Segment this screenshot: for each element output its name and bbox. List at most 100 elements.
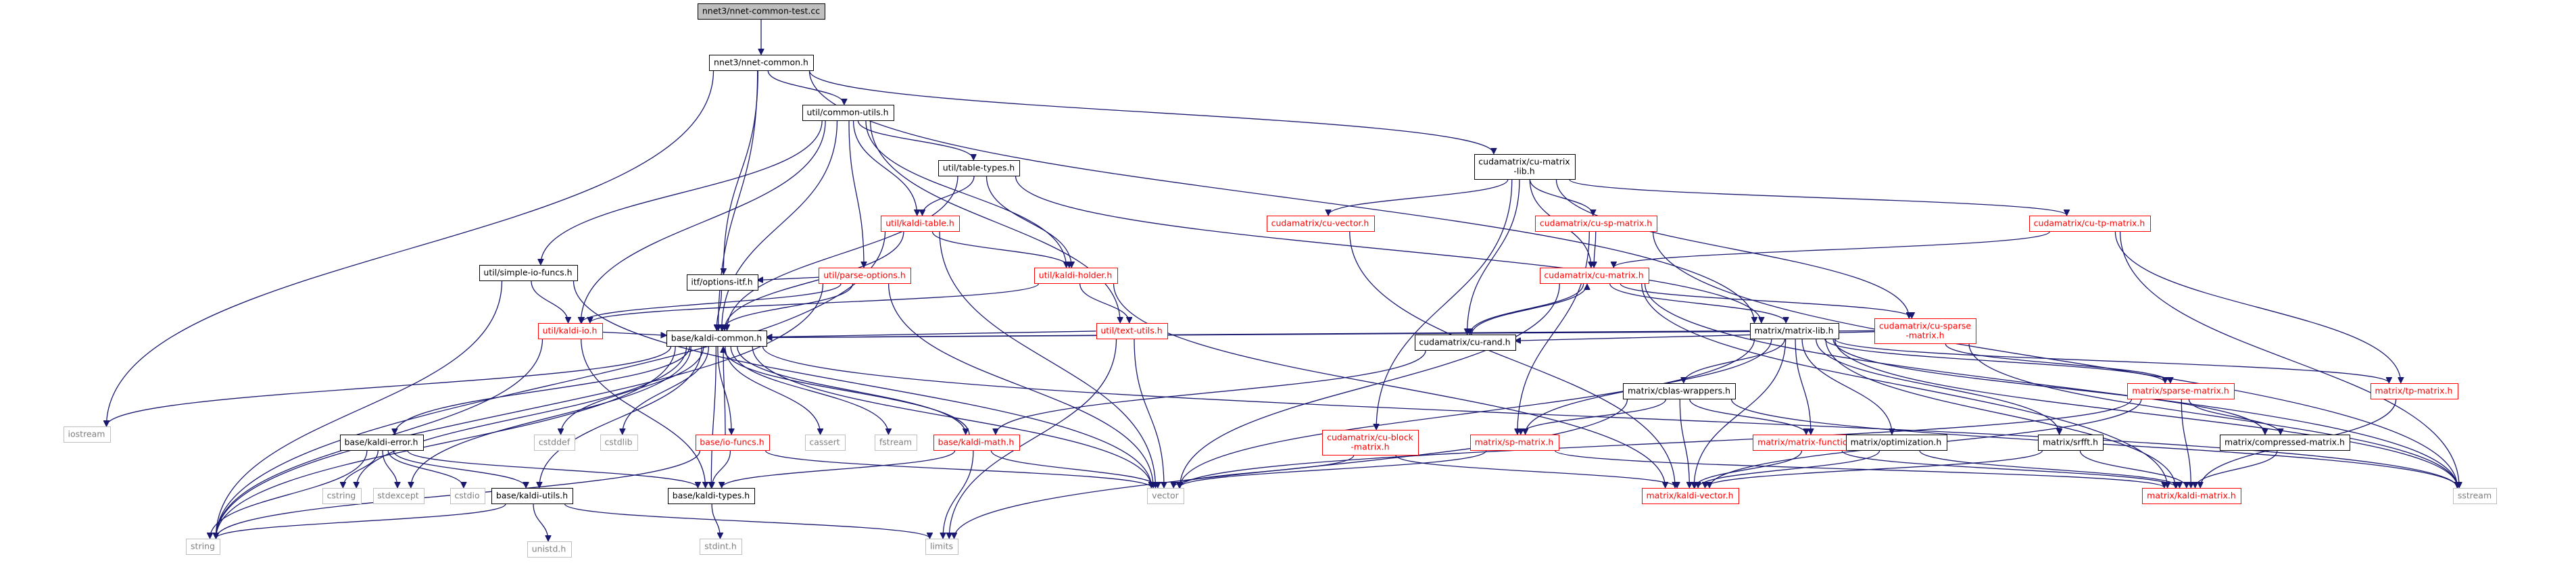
node-parseoptions[interactable]: util/parse-options.h [819, 268, 911, 284]
node-box [479, 265, 578, 281]
edge-commonutils-to-kalditable [852, 120, 917, 216]
node-layer: nnet3/nnet-common-test.cc nnet3/nnet-comm… [64, 3, 2497, 558]
node-label: cudamatrix/cu-vector.h [1271, 218, 1369, 228]
node-label: cstdio [454, 491, 479, 501]
edge-texttutils-to-kaldicommon [767, 330, 1096, 337]
node-label: cudamatrix/cu-matrix [1478, 157, 1570, 167]
edge-kaldicommon-to-cstddef [561, 346, 704, 435]
node-box [1750, 323, 1839, 339]
edge-spmatrix-to-kaldimatrix [1554, 449, 2164, 488]
node-tabletypes[interactable]: util/table-types.h [938, 160, 1020, 176]
node-box [538, 323, 603, 339]
node-box [933, 435, 1020, 451]
node-simpleio[interactable]: util/simple-io-funcs.h [479, 265, 578, 281]
edge-simpleio-to-kaldiio [531, 280, 568, 323]
edge-iofuncs-to-vector [764, 449, 1152, 489]
node-kaldimatrix[interactable]: matrix/kaldi-matrix.h [2142, 488, 2241, 504]
node-label: fstream [879, 437, 912, 447]
edge-kaldicommon-to-sstream [762, 346, 2458, 488]
node-cumatrixlib[interactable]: cudamatrix/cu-matrix-lib.h [1474, 154, 1576, 180]
edge-nnetcommon-to-commonutils [767, 70, 844, 105]
node-kalditable[interactable]: util/kaldi-table.h [881, 216, 960, 232]
node-label: -matrix.h [1905, 330, 1944, 341]
node-sparsematrix[interactable]: matrix/sparse-matrix.h [2127, 383, 2235, 399]
node-matrixlib[interactable]: matrix/matrix-lib.h [1750, 323, 1839, 339]
node-cutpmatrix[interactable]: cudamatrix/cu-tp-matrix.h [2029, 216, 2151, 232]
node-box [2038, 435, 2104, 451]
node-cblas[interactable]: matrix/cblas-wrappers.h [1623, 383, 1736, 399]
edge-kaldierror-to-string [210, 450, 368, 539]
edge-cuspmatrix-to-cumatrix [1594, 231, 1596, 268]
node-kaldierror[interactable]: base/kaldi-error.h [340, 435, 424, 451]
node-box [696, 435, 770, 451]
node-kalditypes[interactable]: base/kaldi-types.h [668, 488, 755, 504]
node-nnetcommon[interactable]: nnet3/nnet-common.h [709, 55, 814, 71]
node-box [1642, 488, 1739, 504]
node-spmatrix[interactable]: matrix/sp-matrix.h [1470, 435, 1559, 451]
node-optionsitf[interactable]: itf/options-itf.h [687, 274, 758, 291]
node-box [2127, 383, 2235, 399]
node-texttutils[interactable]: util/text-utils.h [1096, 323, 1168, 339]
node-compressedmatrix[interactable]: matrix/compressed-matrix.h [2220, 435, 2350, 451]
node-root[interactable]: nnet3/nnet-common-test.cc [698, 3, 825, 20]
edge-cumatrix-to-kaldimatrix [1641, 283, 2168, 488]
node-label: util/simple-io-funcs.h [483, 268, 572, 278]
node-commonutils[interactable]: util/common-utils.h [802, 105, 894, 121]
edge-cumatrix-to-curand [1470, 283, 1584, 335]
node-box [340, 435, 424, 451]
node-label: cudamatrix/cu-rand.h [1419, 337, 1510, 347]
node-matrixfunctions[interactable]: matrix/matrix-functions.h [1753, 435, 1871, 451]
node-box [666, 330, 767, 347]
node-box [186, 539, 220, 555]
edge-nnetcommon-to-iostream [107, 70, 714, 426]
edge-cumatrixlib-to-cuspmatrix [1529, 179, 1593, 216]
node-label: matrix/compressed-matrix.h [2225, 437, 2345, 447]
node-srfft[interactable]: matrix/srfft.h [2038, 435, 2104, 451]
node-box [1096, 323, 1168, 339]
edge-matrixlib-to-tpmatrix [1834, 338, 2389, 383]
node-tpmatrix[interactable]: matrix/tp-matrix.h [2371, 383, 2458, 399]
node-cusparse[interactable]: cudamatrix/cu-sparse-matrix.h [1874, 318, 1976, 344]
node-box [2453, 488, 2497, 504]
node-box [373, 488, 424, 504]
node-iofuncs[interactable]: base/io-funcs.h [696, 435, 770, 451]
node-label: util/text-utils.h [1100, 326, 1162, 336]
node-box [1267, 216, 1375, 232]
node-kaldivector[interactable]: matrix/kaldi-vector.h [1642, 488, 1739, 504]
node-box [709, 55, 814, 71]
edge-kaldiio-to-kaldicommon [602, 331, 667, 335]
edge-matrixlib-to-compressedmatrix [1832, 339, 2265, 435]
edge-cblas-to-kaldivector [1679, 399, 1689, 488]
node-cuvector[interactable]: cudamatrix/cu-vector.h [1267, 216, 1375, 232]
edge-sparsematrix-to-compressedmatrix [2188, 399, 2281, 435]
node-fstream: fstream [875, 435, 917, 451]
node-label: matrix/sp-matrix.h [1475, 437, 1554, 447]
node-label: -lib.h [1513, 166, 1534, 176]
node-curand[interactable]: cudamatrix/cu-rand.h [1415, 335, 1516, 351]
node-label: base/io-funcs.h [700, 437, 764, 447]
node-cuspmatrix[interactable]: cudamatrix/cu-sp-matrix.h [1535, 216, 1657, 232]
node-kaldiholder[interactable]: util/kaldi-holder.h [1034, 268, 1118, 284]
node-vector: vector [1147, 488, 1184, 504]
edge-cumatrixlib-to-cuvector [1328, 179, 1509, 216]
edge-matrixlib-to-matrixfunctions [1795, 339, 1811, 435]
edge-sparsematrix-to-kaldimatrix [2181, 399, 2191, 488]
node-kaldiutils[interactable]: base/kaldi-utils.h [491, 488, 573, 504]
node-optimization[interactable]: matrix/optimization.h [1846, 435, 1947, 451]
node-label: iostream [68, 429, 105, 439]
node-label: cassert [809, 437, 840, 447]
node-box [64, 426, 111, 443]
edge-cuvector-to-kaldivector [1349, 231, 1675, 488]
node-box [534, 435, 575, 451]
edge-parseoptions-to-optionsitf [758, 276, 819, 280]
node-cumatrix[interactable]: cudamatrix/cu-matrix.h [1540, 268, 1649, 284]
edge-kaldiutils-to-unistd [533, 503, 548, 541]
edge-matrixlib-to-vector [1180, 339, 1755, 488]
node-kaldiio[interactable]: util/kaldi-io.h [538, 323, 603, 339]
edge-kaldimath-to-limits [943, 450, 974, 539]
node-label: cudamatrix/cu-tp-matrix.h [2034, 218, 2145, 228]
node-cublock[interactable]: cudamatrix/cu-block-matrix.h [1322, 430, 1419, 456]
edge-kaldiholder-to-kaldiio [590, 282, 1040, 324]
node-kaldimath[interactable]: base/kaldi-math.h [933, 435, 1020, 451]
node-kaldicommon[interactable]: base/kaldi-common.h [666, 330, 767, 347]
